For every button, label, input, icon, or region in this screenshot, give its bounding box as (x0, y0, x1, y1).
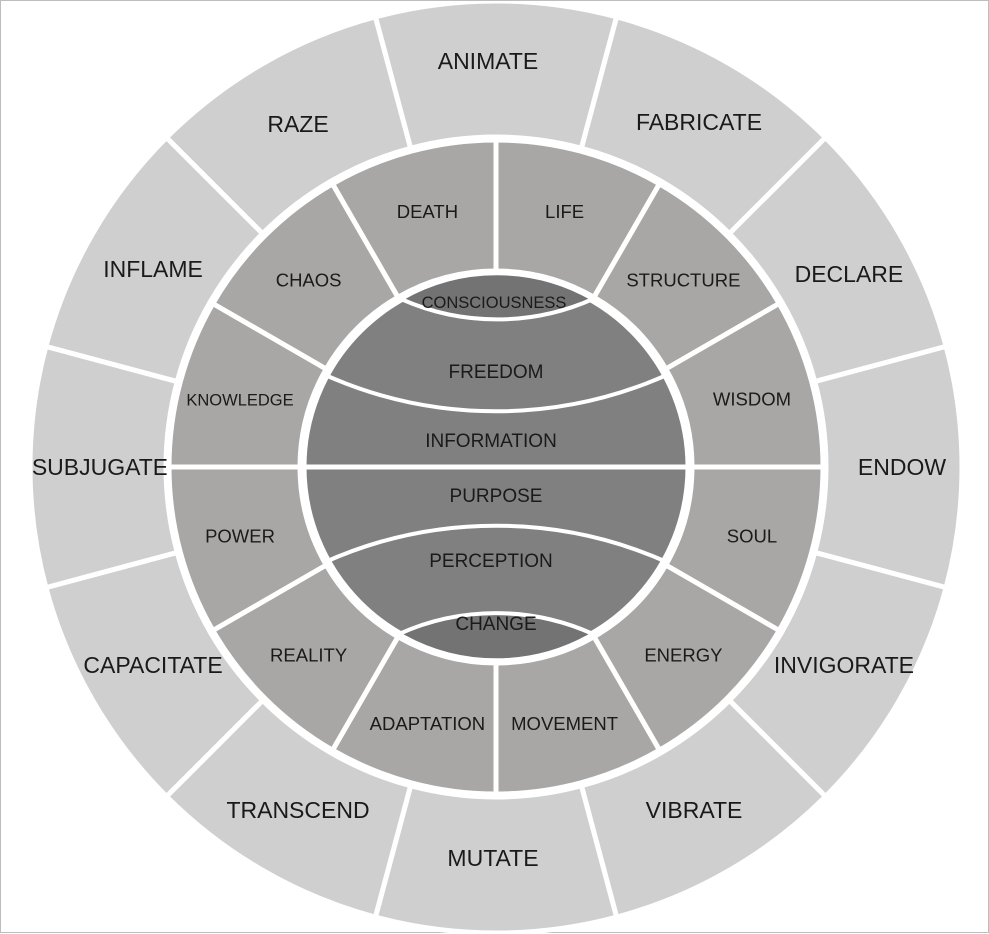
middle-label-structure: STRUCTURE (626, 270, 740, 291)
core-top-cap (396, 271, 598, 322)
middle-label-knowledge: KNOWLEDGE (186, 391, 293, 409)
core-circle: CONSCIOUSNESS FREEDOM INFORMATION PURPOSE PE… (168, 271, 824, 663)
middle-segment-death (329, 137, 499, 301)
core-divider-arc-top (322, 372, 670, 414)
outer-label-inflame: INFLAME (103, 256, 203, 282)
core-label-information: INFORMATION (425, 431, 557, 452)
middle-label-energy: ENERGY (644, 644, 722, 665)
outer-label-invigorate: INVIGORATE (774, 652, 914, 678)
middle-label-adaptation: ADAPTATION (370, 713, 485, 734)
middle-label-life: LIFE (545, 201, 584, 222)
middle-label-soul: SOUL (727, 526, 777, 547)
middle-label-reality: REALITY (270, 644, 347, 665)
outer-label-vibrate: VIBRATE (646, 797, 743, 823)
outer-segment-animate (372, 1, 620, 152)
core-label-purpose: PURPOSE (450, 486, 543, 507)
core-label-perception: PERCEPTION (429, 551, 553, 572)
outer-label-transcend: TRANSCEND (226, 797, 369, 823)
middle-label-power: POWER (205, 526, 275, 547)
core-label-consciousness: CONSCIOUSNESS (422, 294, 567, 312)
outer-label-mutate: MUTATE (447, 845, 538, 871)
middle-label-chaos: CHAOS (276, 270, 342, 291)
middle-label-movement: MOVEMENT (511, 713, 618, 734)
middle-label-death: DEATH (397, 201, 458, 222)
core-divider-arc-bottom (322, 523, 670, 565)
outer-label-raze: RAZE (267, 111, 328, 137)
outer-label-animate: ANIMATE (438, 48, 539, 74)
outer-segment-raze (162, 13, 414, 238)
core-bottom-cap (394, 611, 598, 663)
core-label-freedom: FREEDOM (449, 362, 544, 383)
outer-label-declare: DECLARE (795, 261, 904, 287)
outer-ring: ANIMATE FABRICATE DECLARE ENDOW INVIGORATE VI… (27, 1, 965, 934)
middle-ring: LIFE STRUCTURE WISDOM SOUL ENERGY MOVEMENT ADA… (166, 137, 826, 797)
outer-label-fabricate: FABRICATE (636, 109, 762, 135)
outer-label-subjugate: SUBJUGATE (32, 454, 168, 480)
core-label-change: CHANGE (455, 614, 536, 635)
outer-label-capacitate: CAPACITATE (83, 652, 222, 678)
outer-label-endow: ENDOW (858, 454, 946, 480)
middle-label-wisdom: WISDOM (713, 388, 791, 409)
